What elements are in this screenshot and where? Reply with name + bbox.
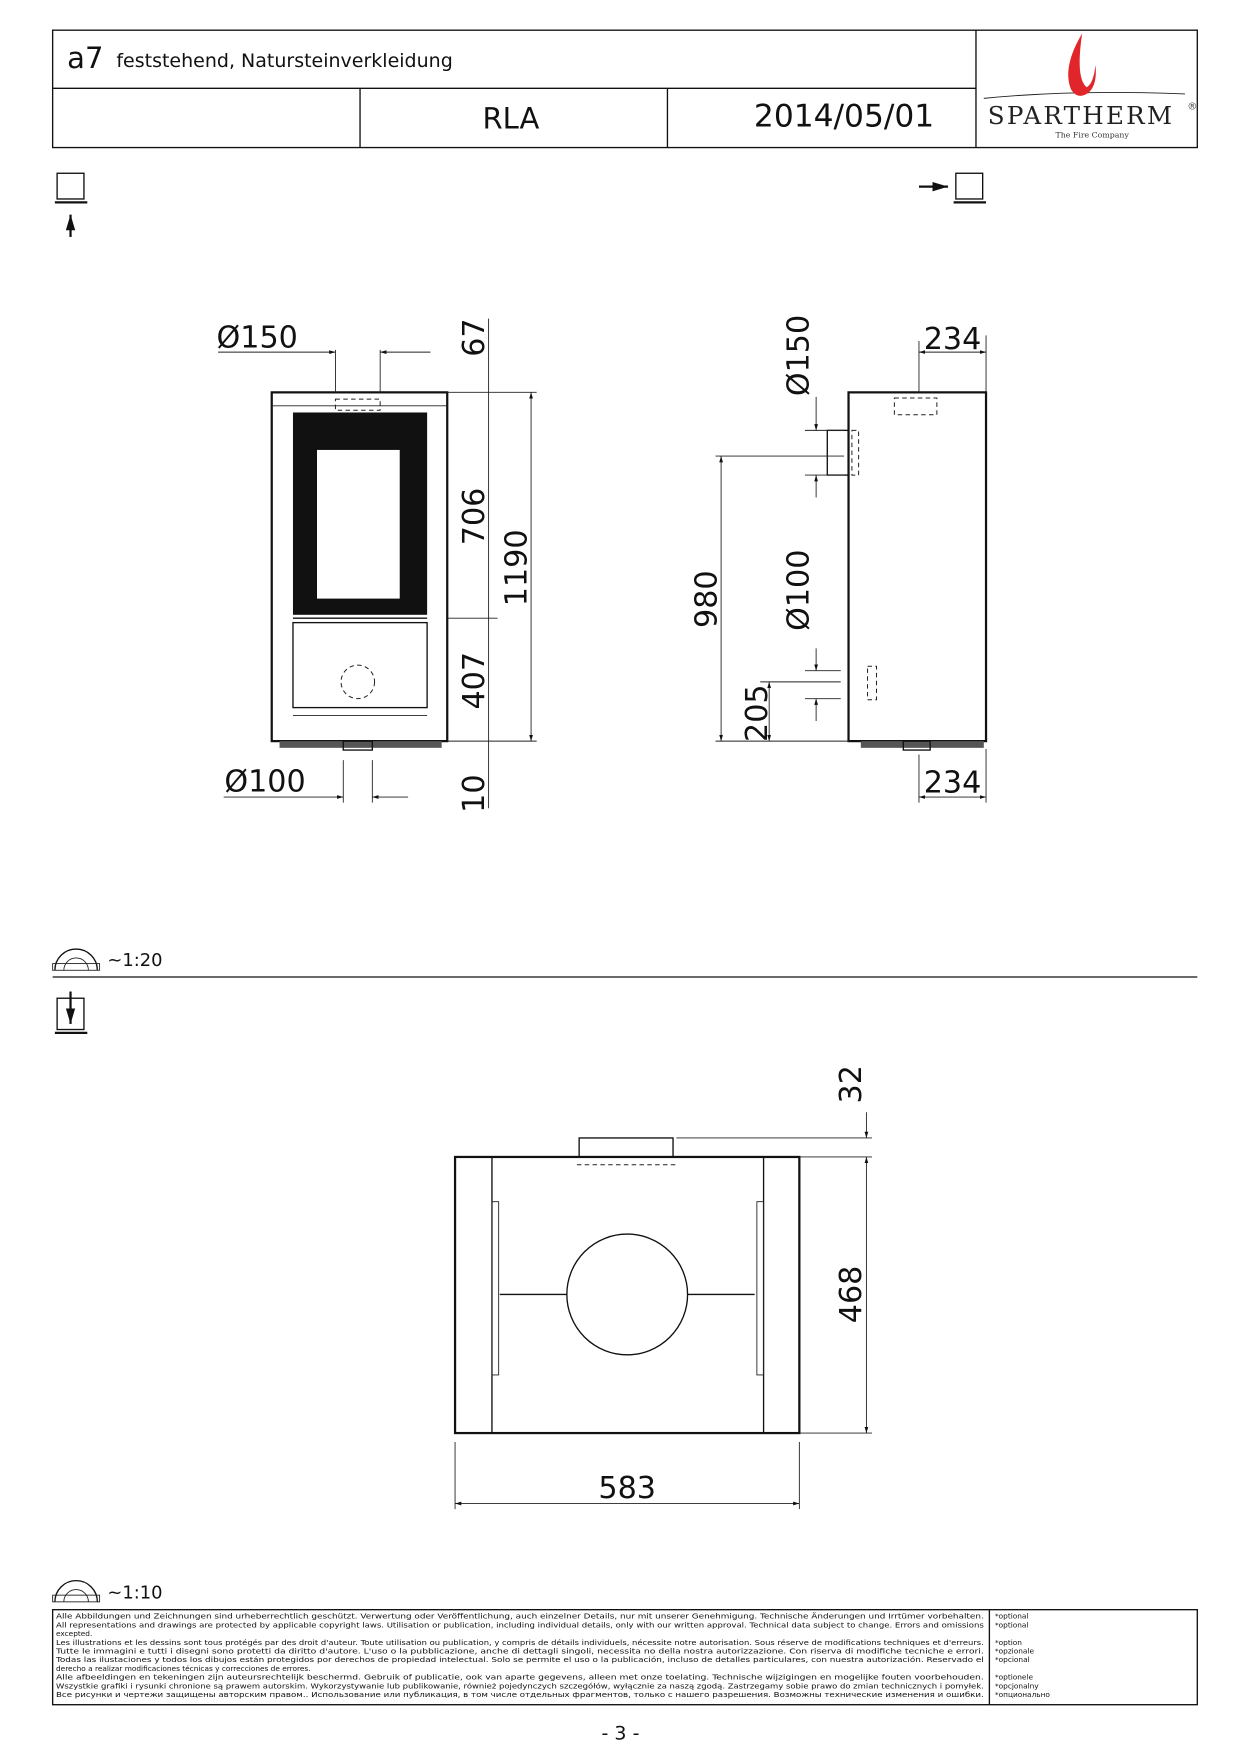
page-number: - 3 - bbox=[602, 1722, 640, 1744]
scale-label-1: ~1:20 bbox=[107, 950, 162, 971]
front-view-arrow-icon bbox=[54, 172, 88, 237]
footer-optional-note: *opcional bbox=[995, 1655, 1030, 1664]
dim-407: 407 bbox=[457, 652, 492, 710]
side-flue-rear-diameter: Ø100 bbox=[781, 550, 816, 631]
side-height-205: 205 bbox=[740, 684, 775, 742]
front-flue-bottom-diameter: Ø100 bbox=[224, 764, 305, 799]
dim-10: 10 bbox=[457, 774, 492, 812]
side-depth-top: 234 bbox=[924, 322, 982, 357]
footer-line: All representations and drawings are pro… bbox=[56, 1620, 984, 1629]
footer-optional-note: *optional bbox=[995, 1612, 1029, 1621]
footer-line: Alle afbeeldingen en tekeningen zijn aut… bbox=[56, 1673, 984, 1682]
svg-text:The Fire Company: The Fire Company bbox=[1056, 130, 1130, 139]
top-width: 583 bbox=[598, 1471, 656, 1506]
scale-protractor-icon bbox=[52, 1579, 101, 1603]
svg-text:SPARTHERM: SPARTHERM bbox=[988, 101, 1175, 130]
footer-line: Todas las ilustaciones y todos los dibuj… bbox=[55, 1655, 984, 1664]
copyright-footer: Alle Abbildungen und Zeichnungen sind ur… bbox=[51, 1609, 1198, 1706]
spartherm-logo: SPARTHERM ® The Fire Company bbox=[983, 33, 1197, 139]
front-view-drawing: Ø150 Ø100 67 706 407 10 1190 bbox=[217, 318, 537, 813]
scale-label-2: ~1:10 bbox=[107, 1583, 162, 1604]
dim-67: 67 bbox=[457, 318, 492, 356]
side-view-drawing: 980 Ø150 Ø100 205 234 234 bbox=[690, 315, 988, 803]
revision-date: 2014/05/01 bbox=[754, 98, 934, 134]
top-view-drawing: 32 468 583 bbox=[453, 1065, 873, 1510]
dim-706: 706 bbox=[457, 488, 492, 546]
footer-line: derecho a realizar modificaciones técnic… bbox=[56, 1664, 311, 1673]
footer-optional-note: *опционально bbox=[995, 1690, 1050, 1699]
footer-optional-note: *optionele bbox=[995, 1673, 1034, 1682]
scale-protractor-icon bbox=[52, 948, 101, 971]
footer-line: Alle Abbildungen und Zeichnungen sind ur… bbox=[56, 1612, 984, 1621]
footer-optional-note: *opzionale bbox=[995, 1647, 1034, 1656]
side-height-980: 980 bbox=[690, 570, 725, 628]
front-flue-top-diameter: Ø150 bbox=[217, 321, 298, 356]
dim-1190: 1190 bbox=[500, 529, 535, 606]
footer-optional-note: *optional bbox=[995, 1620, 1029, 1629]
top-flue-offset: 32 bbox=[834, 1065, 869, 1103]
footer-line: excepted. bbox=[56, 1629, 92, 1638]
footer-line: Wszystkie grafiki i rysunki chronione są… bbox=[56, 1681, 984, 1690]
model-code: RLA bbox=[482, 102, 539, 136]
side-flue-top-diameter: Ø150 bbox=[781, 315, 816, 396]
top-view-arrow-icon bbox=[54, 991, 88, 1034]
footer-line: Les illustrations et les dessins sont to… bbox=[56, 1638, 984, 1647]
side-view-arrow-icon bbox=[918, 172, 987, 204]
top-depth: 468 bbox=[834, 1266, 869, 1324]
title-block: a7 feststehend, Natursteinverkleidung RL… bbox=[51, 29, 1198, 149]
footer-optional-note: *opcjonalny bbox=[995, 1681, 1039, 1690]
footer-optional-note: *option bbox=[995, 1638, 1022, 1647]
model-name: a7 bbox=[67, 41, 103, 75]
model-description: feststehend, Natursteinverkleidung bbox=[116, 50, 452, 72]
footer-line: Все рисунки и чертежи защищены авторским… bbox=[56, 1690, 984, 1699]
side-depth-bottom: 234 bbox=[924, 766, 982, 801]
svg-text:®: ® bbox=[1187, 102, 1197, 113]
footer-line: Tutte le immagini e tutti i disegni sono… bbox=[55, 1647, 984, 1656]
